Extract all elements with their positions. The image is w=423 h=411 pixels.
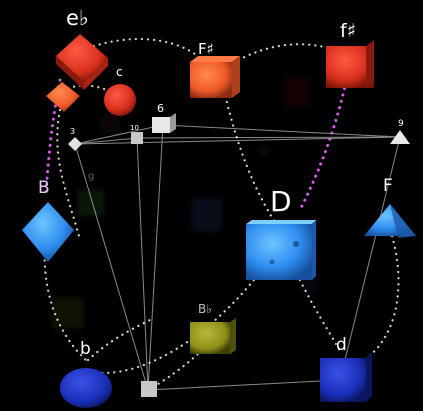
- node-bottom-white-cube[interactable]: [141, 381, 157, 397]
- label-f-sharp-upper: f♯: [340, 20, 356, 42]
- node-3-diamond[interactable]: [68, 137, 82, 151]
- node-e-flat-cube[interactable]: [56, 34, 108, 90]
- node-f-sharp-upper-cube[interactable]: [326, 40, 374, 88]
- label-F-sharp: F♯: [198, 40, 214, 58]
- label-g: g: [88, 171, 95, 182]
- label-d: d: [336, 335, 347, 355]
- node-d-cube[interactable]: [320, 352, 372, 402]
- node-orange-small-cube[interactable]: [46, 82, 80, 112]
- wireframe: [74, 124, 401, 391]
- node-B-flat-cube[interactable]: [190, 318, 236, 354]
- node-c-sphere[interactable]: [104, 84, 136, 116]
- node-10-cube[interactable]: [131, 132, 143, 144]
- node-9-triangle[interactable]: [390, 130, 410, 144]
- node-f-sharp-cube[interactable]: [190, 56, 240, 98]
- node-F-pyramid[interactable]: [364, 204, 416, 238]
- label-B-flat: B♭: [198, 302, 212, 316]
- node-D-cube[interactable]: [246, 220, 316, 280]
- label-e-flat: e♭: [66, 6, 89, 30]
- node-B-diamond[interactable]: [22, 202, 74, 262]
- label-n9: 9: [398, 119, 404, 129]
- label-F: F: [383, 176, 393, 196]
- label-B: B: [38, 178, 50, 198]
- label-n6: 6: [157, 102, 164, 115]
- label-D: D: [270, 185, 292, 218]
- background-faint-nodes: [52, 78, 318, 328]
- label-n10: 10: [130, 124, 139, 132]
- label-n3: 3: [70, 127, 76, 136]
- node-b-sphere[interactable]: [60, 368, 112, 408]
- label-c: c: [116, 65, 123, 79]
- label-b: b: [80, 339, 91, 359]
- node-6-cube[interactable]: [152, 113, 176, 133]
